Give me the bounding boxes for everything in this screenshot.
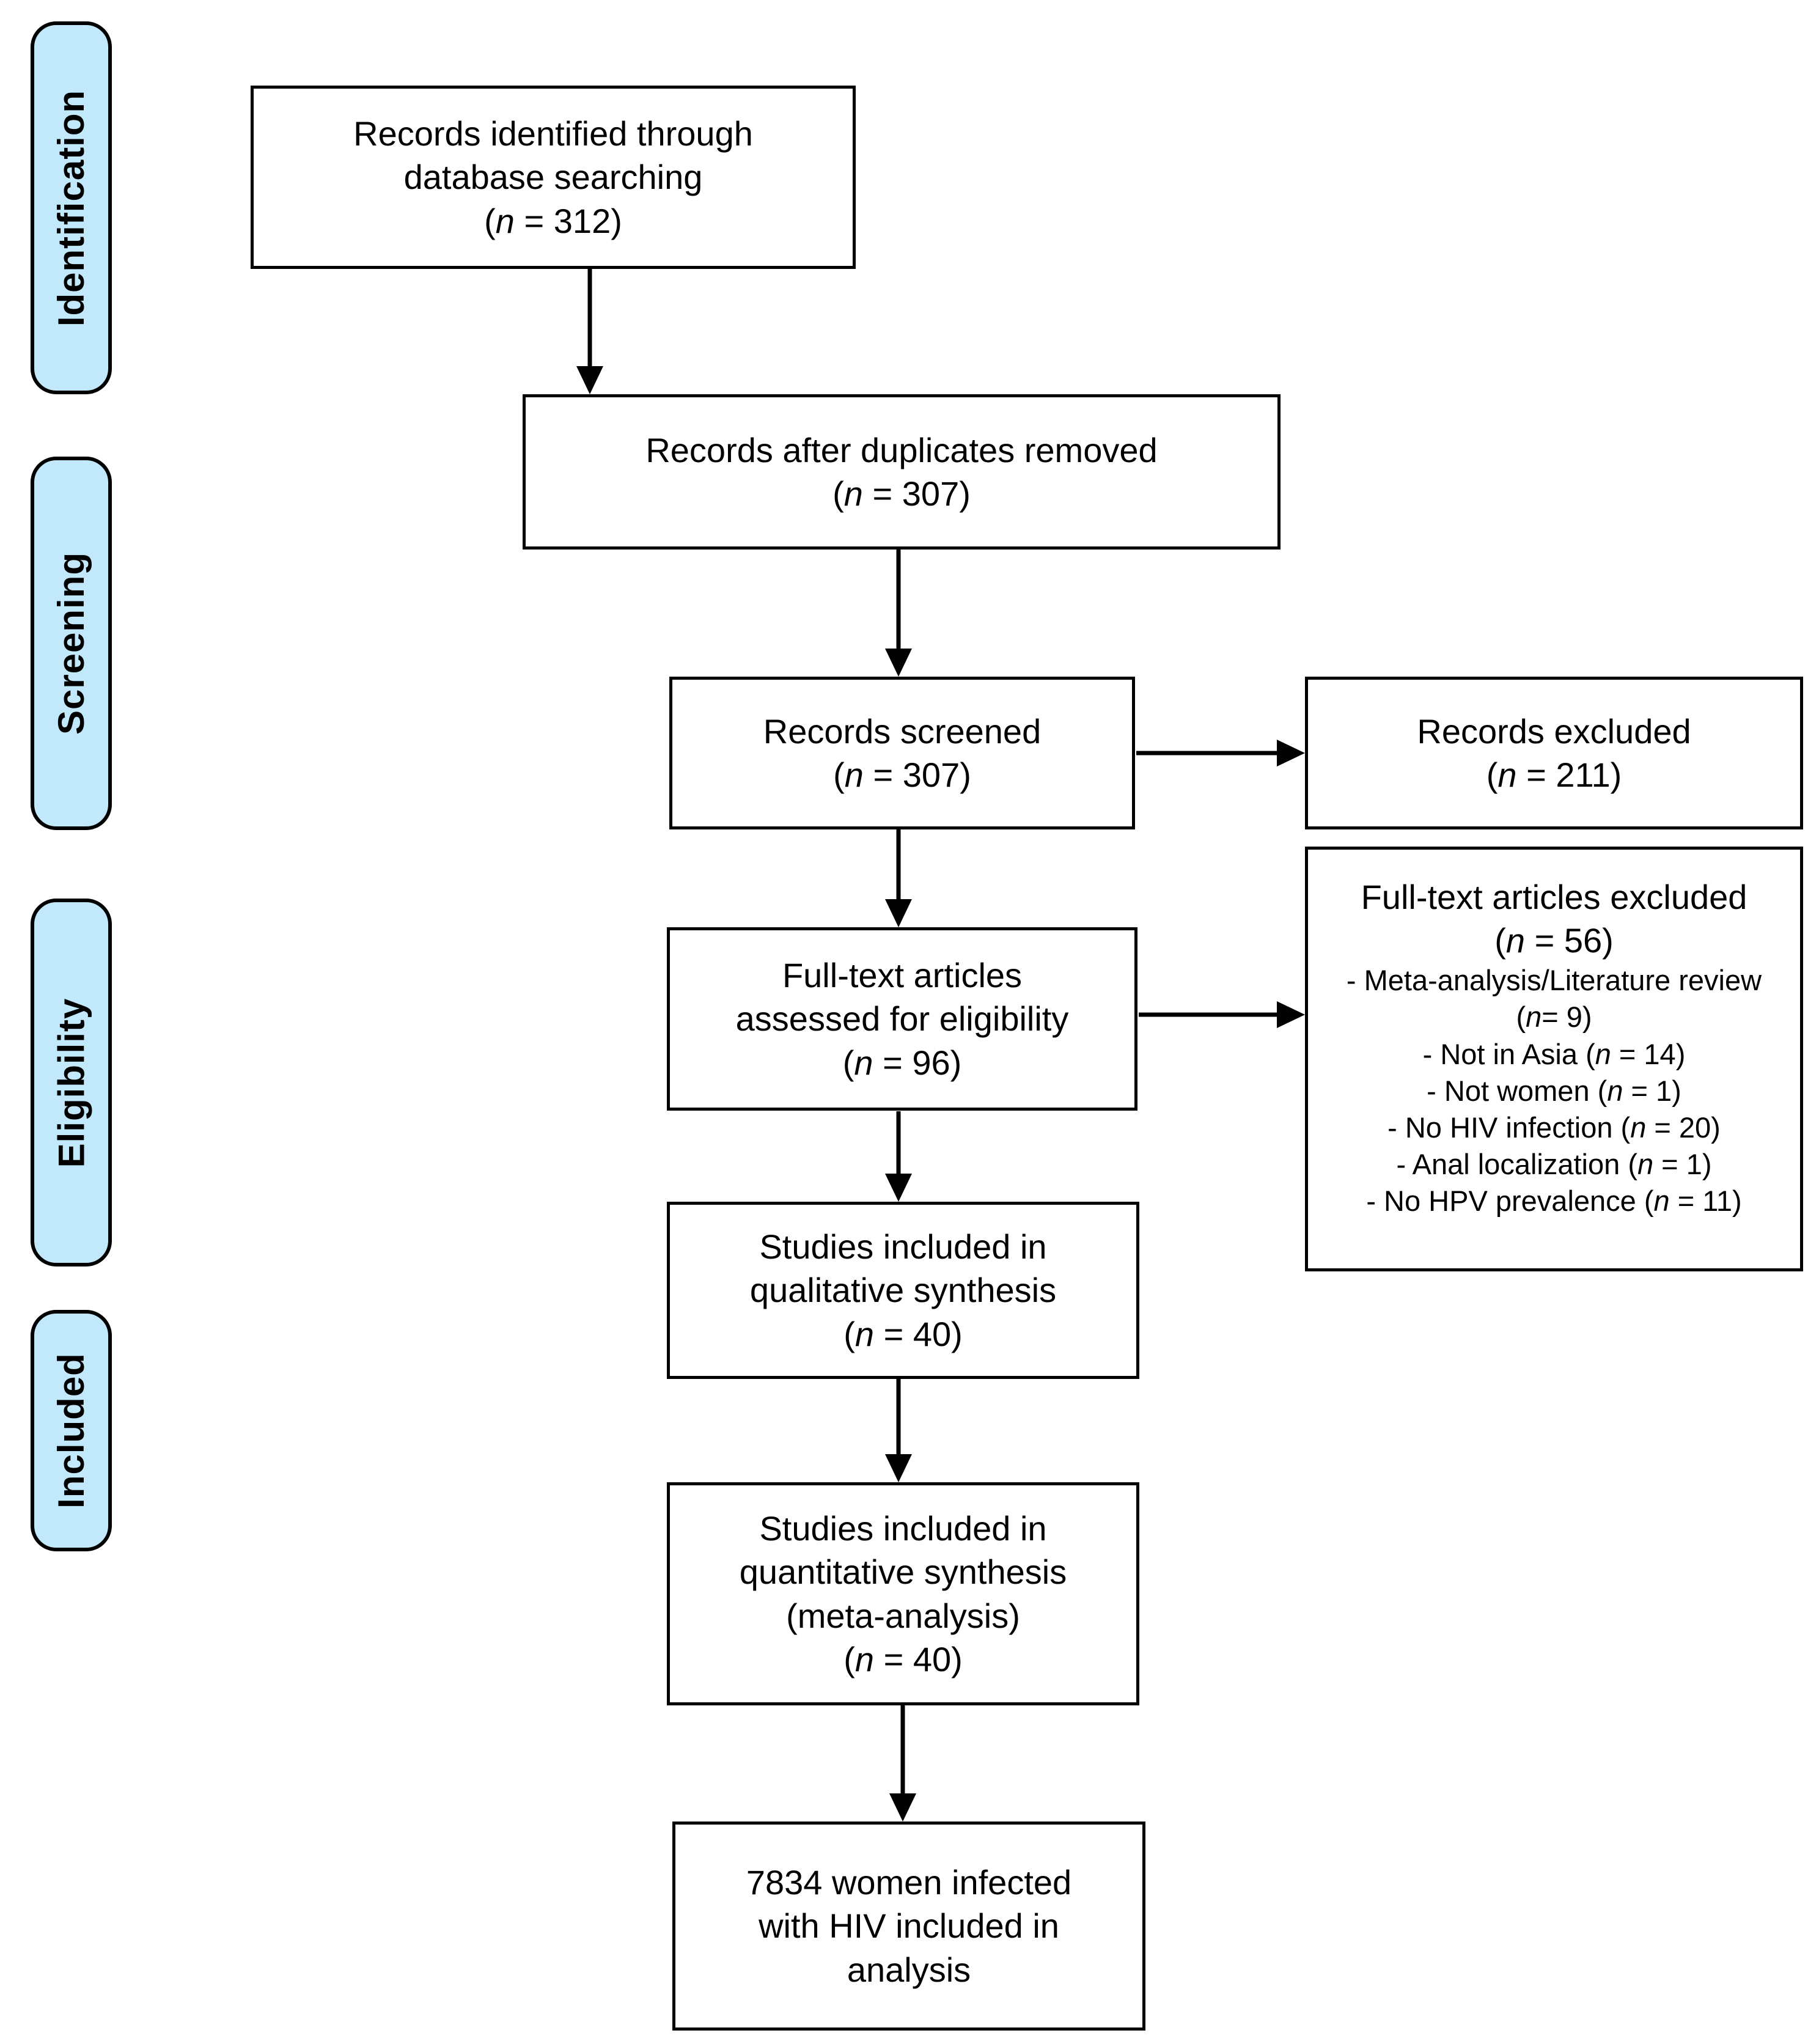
box-text-line: (n = 211): [1486, 755, 1622, 794]
phase-box-identification: Identification: [31, 21, 112, 394]
phase-label-identification: Identification: [51, 89, 92, 326]
box-text-line: - Anal localization (n = 1): [1396, 1148, 1712, 1180]
phase-box-included: Included: [31, 1310, 112, 1551]
box-text-line: (n = 40): [843, 1639, 963, 1678]
box-text-line: - No HPV prevalence (n = 11): [1366, 1185, 1742, 1218]
flow-box-records-after-duplicates: Records after duplicates removed (n = 30…: [523, 394, 1281, 550]
box-text-line: (n= 9): [1516, 1001, 1592, 1034]
box-text-line: - Not in Asia (n = 14): [1422, 1037, 1686, 1070]
box-text-line: - No HIV infection (n = 20): [1387, 1111, 1721, 1144]
arrow-assessed-to-qualitative: [885, 1111, 912, 1202]
box-text-line: Full-text articles: [782, 956, 1023, 995]
flow-box-records-screened: Records screened (n = 307): [669, 677, 1135, 829]
box-text-line: (n = 307): [832, 474, 971, 513]
box-text-line: Records identified through: [353, 114, 753, 153]
box-text-line: Records excluded: [1417, 711, 1691, 751]
box-text-line: - Not women (n = 1): [1427, 1074, 1681, 1107]
arrow-quantitative-to-analysis: [889, 1705, 916, 1822]
box-text-line: assessed for eligibility: [735, 999, 1069, 1039]
flow-box-fulltext-assessed: Full-text articles assessed for eligibil…: [667, 927, 1137, 1111]
phase-box-eligibility: Eligibility: [31, 899, 112, 1266]
flow-box-quantitative-synthesis: Studies included in quantitative synthes…: [667, 1482, 1139, 1705]
phase-label-eligibility: Eligibility: [51, 998, 92, 1167]
box-text-line: Records after duplicates removed: [645, 430, 1158, 469]
arrow-assessed-to-fulltext-excluded: [1139, 1001, 1305, 1028]
phase-label-included: Included: [51, 1353, 92, 1509]
box-text-line: (n = 56): [1494, 921, 1614, 960]
box-text-line: (n = 40): [843, 1314, 963, 1353]
box-text-line: Studies included in: [759, 1509, 1047, 1548]
flow-box-qualitative-synthesis: Studies included in qualitative synthesi…: [667, 1202, 1139, 1379]
arrow-screened-to-excluded: [1136, 740, 1305, 767]
box-text-line: analysis: [847, 1950, 971, 1989]
box-text-line: Full-text articles excluded: [1361, 878, 1747, 916]
box-text-line: database searching: [403, 158, 703, 197]
box-text-line: (n = 96): [842, 1043, 962, 1082]
box-text-line: (meta-analysis): [786, 1596, 1020, 1635]
arrow-qualitative-to-quantitative: [885, 1379, 912, 1482]
box-text-line: - Meta-analysis/Literature review: [1346, 964, 1762, 997]
box-text-line: (n = 307): [833, 755, 971, 794]
phase-box-screening: Screening: [31, 457, 112, 830]
flow-box-fulltext-excluded: Full-text articles excluded (n = 56) - M…: [1305, 847, 1803, 1271]
box-text-line: qualitative synthesis: [749, 1271, 1057, 1310]
box-text-line: Records screened: [763, 711, 1042, 751]
box-text-line: (n = 312): [484, 201, 622, 240]
arrow-duplicates-to-screened: [885, 550, 912, 677]
arrow-screened-to-assessed: [885, 824, 912, 927]
box-text-line: with HIV included in: [759, 1906, 1059, 1946]
box-text-line: quantitative synthesis: [739, 1553, 1067, 1592]
box-text-line: 7834 women infected: [746, 1863, 1072, 1902]
flow-box-women-in-analysis: 7834 women infected with HIV included in…: [672, 1822, 1145, 2031]
flow-box-records-excluded: Records excluded (n = 211): [1305, 677, 1803, 829]
flow-box-records-identified: Records identified through database sear…: [251, 86, 856, 269]
arrow-identified-to-duplicates: [576, 269, 603, 394]
phase-label-screening: Screening: [51, 551, 92, 735]
box-text-line: Studies included in: [759, 1227, 1047, 1266]
